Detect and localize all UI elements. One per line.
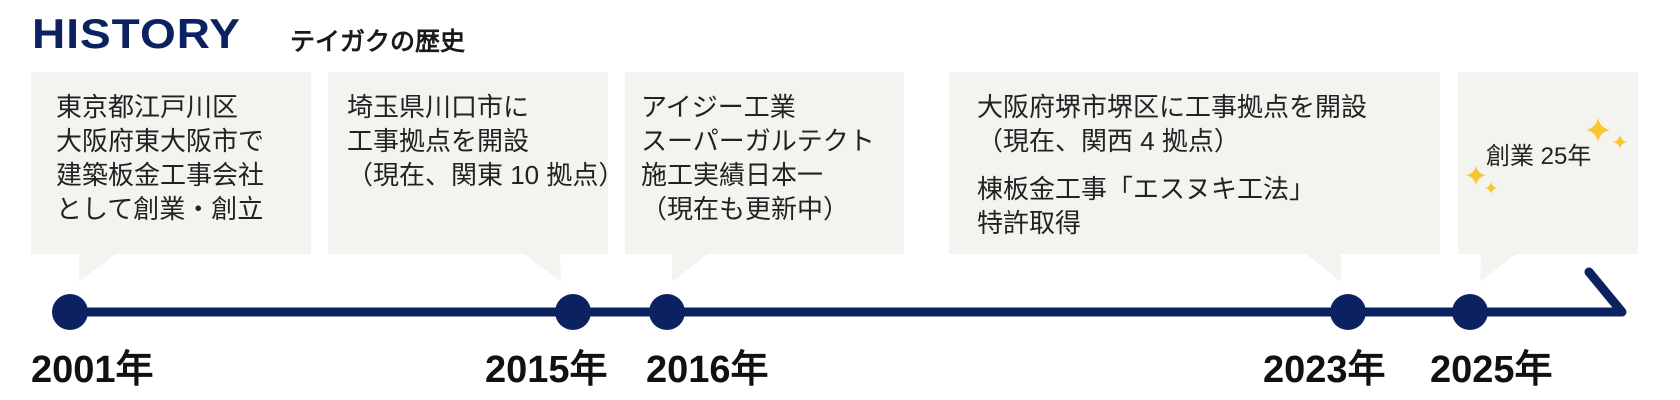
event-line: 工事拠点を開設 xyxy=(347,126,530,156)
event-card-2025 xyxy=(1458,72,1638,254)
event-text-2025: 創業 25年 xyxy=(1486,140,1591,174)
card-pointer-2001 xyxy=(79,254,115,282)
sparkle-icon xyxy=(1485,182,1497,194)
timeline-dot-2016 xyxy=(649,294,685,330)
event-line: として創業・創立 xyxy=(56,194,264,224)
year-label-2015: 2015年 xyxy=(485,349,608,391)
event-line: 埼玉県川口市に xyxy=(347,92,530,122)
timeline-dot-2023 xyxy=(1330,294,1366,330)
event-line: 創業 25年 xyxy=(1486,143,1592,170)
timeline-arrowhead xyxy=(1584,267,1627,317)
card-pointer-2023 xyxy=(1306,254,1341,282)
event-text-2001: 東京都江戸川区 大阪府東大阪市で 建築板金工事会社 として創業・創立 xyxy=(56,90,264,226)
event-line: 棟板金工事「エスヌキ工法」 xyxy=(977,174,1316,204)
event-line: （現在、関西 4 拠点） xyxy=(977,126,1240,156)
timeline-dot-2015 xyxy=(555,294,591,330)
event-line: スーパーガルテクト xyxy=(641,126,875,156)
event-text-2016: アイジー工業 スーパーガルテクト 施工実績日本一 （現在も更新中） xyxy=(641,90,875,226)
event-line: 施工実績日本一 xyxy=(641,160,824,190)
year-label-2016: 2016年 xyxy=(646,349,769,391)
sparkle-icon xyxy=(1586,118,1610,142)
sparkle-icon xyxy=(1466,166,1486,185)
event-card-2001 xyxy=(31,72,311,254)
timeline-dot-2025 xyxy=(1452,294,1488,330)
event-text-2023: 大阪府堺市堺区に工事拠点を開設 （現在、関西 4 拠点） 棟板金工事「エスヌキ工… xyxy=(977,90,1367,240)
event-card-2023 xyxy=(949,72,1440,254)
card-pointer-2016 xyxy=(672,254,707,282)
event-line: 東京都江戸川区 xyxy=(56,92,239,122)
event-card-2015 xyxy=(328,72,608,254)
event-line: 建築板金工事会社 xyxy=(56,160,265,190)
event-text-2015: 埼玉県川口市に 工事拠点を開設 （現在、関東 10 拠点） xyxy=(347,90,624,192)
event-line: 特許取得 xyxy=(977,208,1082,238)
card-pointer-2015 xyxy=(525,254,561,282)
year-label-2025: 2025年 xyxy=(1430,349,1553,391)
history-title: HISTORY xyxy=(32,10,241,57)
event-line: 大阪府東大阪市で xyxy=(56,126,265,156)
event-card-2016 xyxy=(625,72,904,254)
event-line: （現在も更新中） xyxy=(641,194,850,224)
history-subtitle: テイガクの歴史 xyxy=(290,28,466,56)
sparkle-icon xyxy=(1613,135,1627,149)
year-label-2001: 2001年 xyxy=(31,349,154,391)
timeline-dot-2001 xyxy=(52,294,88,330)
card-pointer-2025 xyxy=(1480,254,1516,282)
event-line: （現在、関東 10 拠点） xyxy=(347,160,625,190)
event-line: 大阪府堺市堺区に工事拠点を開設 xyxy=(977,92,1368,122)
year-label-2023: 2023年 xyxy=(1263,349,1386,391)
event-line: アイジー工業 xyxy=(641,92,796,122)
